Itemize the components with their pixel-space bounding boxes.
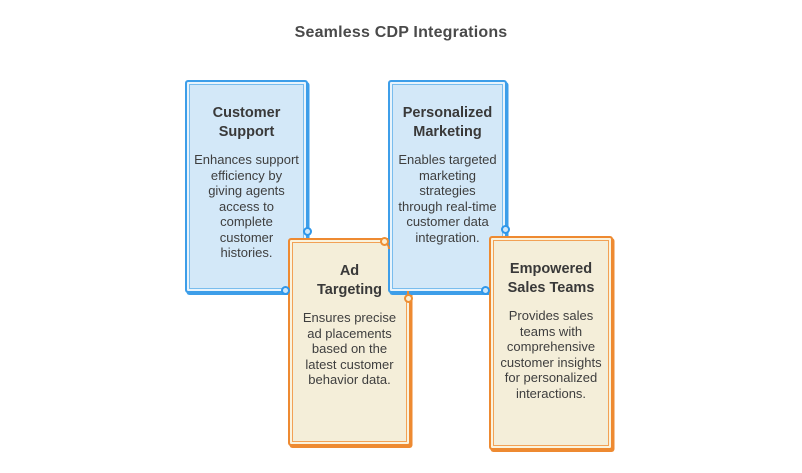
heading-line: Ad — [339, 263, 360, 279]
card-description: Ensures precise ad placements based on t… — [290, 310, 409, 388]
body-line: complete — [220, 214, 273, 229]
body-line: behavior data. — [308, 372, 391, 387]
body-line: Provides sales — [508, 308, 594, 323]
body-line: strategies — [419, 183, 476, 198]
heading-line: Empowered — [509, 261, 593, 277]
body-line: customer insights — [500, 354, 602, 370]
heading-line: Personalized — [402, 105, 493, 121]
card-personalized-marketing: Personalized Marketing Enables targeted … — [388, 80, 507, 293]
body-line: Enhances support — [194, 152, 299, 167]
connector-dot — [480, 285, 490, 295]
card-heading: Personalized Marketing — [390, 104, 505, 142]
heading-line: Support — [218, 124, 275, 140]
body-line: Ensures precise — [302, 310, 397, 325]
body-line: for personalized — [504, 370, 598, 385]
connector-dot — [280, 285, 290, 295]
card-heading: Customer Support — [187, 104, 306, 142]
body-line: ad placements — [307, 325, 392, 341]
body-line: histories. — [220, 245, 273, 260]
body-line: interactions. — [515, 385, 587, 401]
connector-dot — [379, 236, 389, 246]
card-description: Provides sales teams with comprehensive … — [491, 308, 611, 401]
connector-dot — [403, 293, 413, 303]
body-line: access to — [219, 198, 274, 214]
connector-dot — [302, 226, 312, 236]
card-description: Enhances support efficiency by giving ag… — [187, 152, 306, 261]
connector-dot — [500, 224, 510, 234]
body-line: latest customer — [305, 356, 394, 372]
body-line: through real-time — [398, 198, 497, 214]
body-line: marketing — [418, 167, 477, 183]
body-line: based on the — [311, 341, 388, 356]
body-line: giving agents — [208, 183, 285, 198]
heading-line: Marketing — [413, 124, 482, 140]
card-heading: Ad Targeting — [290, 262, 409, 300]
card-customer-support: Customer Support Enhances support effici… — [185, 80, 308, 293]
card-description: Enables targeted marketing strategies th… — [390, 152, 505, 245]
body-line: Enables targeted — [398, 152, 497, 167]
card-empowered-sales-teams: Empowered Sales Teams Provides sales tea… — [489, 236, 613, 450]
heading-line: Sales Teams — [507, 280, 595, 296]
diagram-title: Seamless CDP Integrations — [294, 24, 508, 41]
body-line: customer — [219, 229, 274, 245]
body-line: efficiency by — [210, 167, 283, 183]
heading-line: Customer — [212, 105, 281, 121]
body-line: comprehensive — [506, 339, 596, 354]
card-heading: Empowered Sales Teams — [491, 260, 611, 298]
body-line: customer data — [406, 214, 489, 229]
body-line: teams with — [519, 323, 583, 339]
heading-line: Targeting — [317, 282, 382, 298]
body-line: integration. — [415, 229, 480, 245]
